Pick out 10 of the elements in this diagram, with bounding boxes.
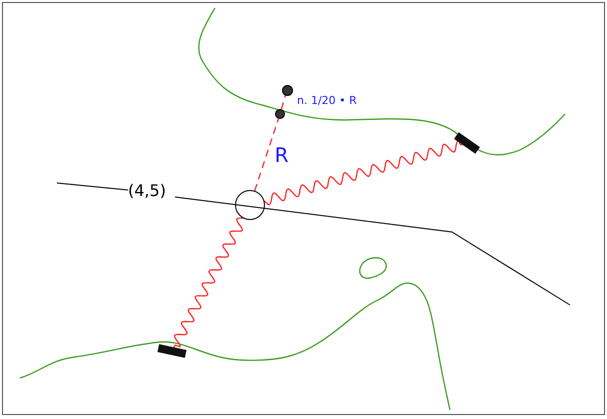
coordinate-label: (4,5) [128, 181, 166, 200]
wavy-line [173, 218, 243, 348]
map-point-marker [282, 84, 292, 96]
annotation-text: n. 1/20 • R [297, 94, 357, 107]
dashed-line [280, 95, 286, 110]
wavy-line [264, 139, 464, 206]
dashed-line [254, 118, 279, 191]
map-point-marker [275, 109, 285, 119]
bar-marker [157, 344, 187, 358]
circle-marker [235, 190, 265, 220]
